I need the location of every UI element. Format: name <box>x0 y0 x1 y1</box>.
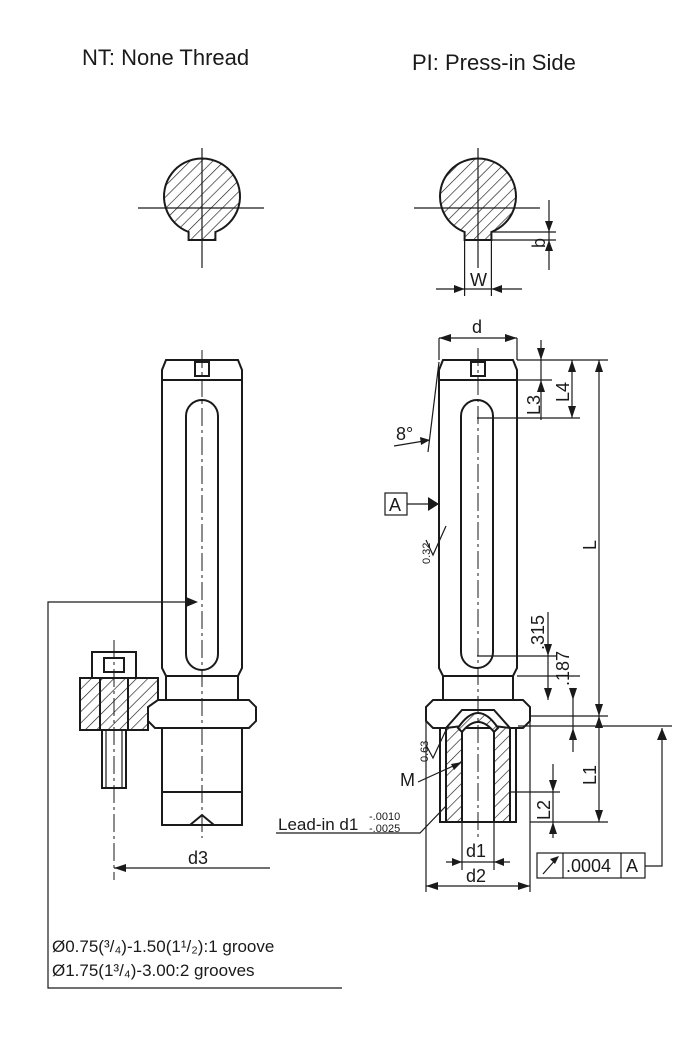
tolerance-value: .0004 <box>566 856 611 876</box>
dim-d-label: d <box>472 317 482 337</box>
lead-in-leader <box>276 805 447 834</box>
dim-315-187 <box>477 612 580 752</box>
title-nt: NT: None Thread <box>82 45 249 70</box>
dim-l4 <box>477 360 580 419</box>
surface-finish-upper-symbol <box>425 525 447 557</box>
dim-d1 <box>446 822 510 870</box>
dim-315-label: .315 <box>528 615 548 650</box>
surface-finish-lower: 0.63 <box>419 741 431 762</box>
dim-l <box>517 359 608 717</box>
left-cross-section <box>138 148 264 268</box>
clamp-screw <box>79 640 159 880</box>
dim-d2 <box>425 721 531 892</box>
dim-l2-label: L2 <box>534 800 554 820</box>
lead-in-tol-lower: -.0025 <box>369 823 400 835</box>
dim-angle <box>393 361 440 453</box>
lead-in-text: Lead-in d1 <box>278 815 358 834</box>
dim-l4-label: L4 <box>553 382 573 402</box>
datum-a-label: A <box>389 495 401 515</box>
left-pin <box>147 350 257 838</box>
dim-187-label: .187 <box>553 651 573 686</box>
note-line-2: Ø1.75(1³/₄)-3.00:2 grooves <box>52 961 255 980</box>
dim-d2-label: d2 <box>466 866 486 886</box>
dim-d3-label: d3 <box>188 848 208 868</box>
dim-l2 <box>510 764 560 838</box>
title-pi: PI: Press-in Side <box>412 50 576 75</box>
dim-l1 <box>530 716 608 823</box>
dim-w-label: W <box>470 270 487 290</box>
surface-finish-upper: 0.32 <box>421 543 433 564</box>
datum-a-symbol <box>384 492 439 516</box>
dim-l3-label: L3 <box>524 395 544 415</box>
dim-m-label: M <box>400 770 415 790</box>
dim-l1-label: L1 <box>580 765 600 785</box>
dim-l3 <box>517 340 552 420</box>
dim-d <box>438 334 518 360</box>
dim-angle-label: 8° <box>396 424 413 444</box>
dim-d1-label: d1 <box>466 841 486 861</box>
dim-l-label: L <box>580 540 600 550</box>
tolerance-datum: A <box>626 856 638 876</box>
note-line-1: Ø0.75(³/₄)-1.50(1¹/₂):1 groove <box>52 937 274 956</box>
right-pin <box>425 348 531 838</box>
surface-finish-lower-symbol <box>425 729 447 760</box>
groove-note-leader <box>47 597 342 989</box>
right-cross-section <box>414 148 556 296</box>
dim-b-label: b <box>529 238 549 248</box>
lead-in-tol-upper: -.0010 <box>369 811 400 823</box>
tolerance-frame <box>518 725 672 879</box>
